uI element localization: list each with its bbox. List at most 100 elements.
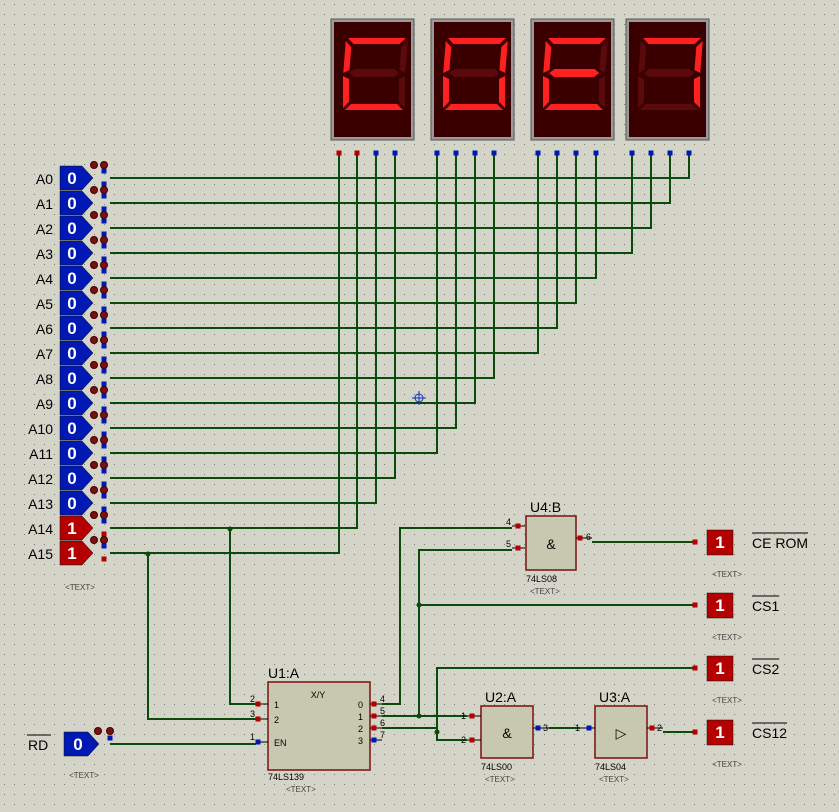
logic-input-a8[interactable]: 0A8 <box>36 365 94 391</box>
segment-b <box>599 41 608 73</box>
logic-input-a5[interactable]: 0A5 <box>36 290 94 316</box>
logic-state-box[interactable] <box>59 240 94 266</box>
pin-marker <box>101 381 107 387</box>
logic-state-box[interactable] <box>59 540 94 566</box>
logic-state-box[interactable] <box>59 515 94 541</box>
pin-marker <box>371 737 377 743</box>
pin-number: 5 <box>506 539 511 549</box>
probe-icon <box>100 511 108 519</box>
logic-state-box[interactable] <box>59 440 94 466</box>
parts: 0A00A10A20A30A40A50A60A70A80A90A100A110A… <box>27 18 808 794</box>
segment-c <box>599 76 605 108</box>
pin-marker <box>101 243 107 249</box>
pin-marker <box>667 150 673 156</box>
pin-marker <box>469 713 475 719</box>
logic-input-a9[interactable]: 0A9 <box>36 390 94 416</box>
logic-input-rd[interactable]: 0RD <box>27 731 100 757</box>
probe-icon <box>100 386 108 394</box>
and-gate-u4-ref: U4:B <box>530 499 561 515</box>
text-placeholder: <TEXT> <box>712 760 742 769</box>
logic-input-a3[interactable]: 0A3 <box>36 240 94 266</box>
rd-label: RD <box>28 737 48 753</box>
logic-state-value: 0 <box>67 419 76 438</box>
pin-marker <box>371 713 377 719</box>
pin-number: 5 <box>380 706 385 716</box>
pin-number: 4 <box>380 694 385 704</box>
input-label: A2 <box>36 221 53 237</box>
logic-state-box[interactable] <box>59 340 94 366</box>
logic-state-box[interactable] <box>59 265 94 291</box>
wire-a15-decoder <box>147 554 256 720</box>
logic-state-box[interactable] <box>59 190 94 216</box>
wire-a14-decoder <box>229 529 256 705</box>
and-gate-u4-part: 74LS08 <box>526 574 557 584</box>
logic-state-box <box>706 529 734 556</box>
pin-number: 1 <box>575 723 580 733</box>
text-placeholder: <TEXT> <box>712 570 742 579</box>
text-placeholder: <TEXT> <box>65 583 95 592</box>
logic-state-box[interactable] <box>59 465 94 491</box>
pin-marker <box>101 281 107 287</box>
pin-marker <box>101 318 107 324</box>
logic-state-box[interactable] <box>59 315 94 341</box>
logic-state-box[interactable] <box>63 731 100 757</box>
probe-icon <box>100 186 108 194</box>
pin-marker <box>101 506 107 512</box>
probe-icon <box>100 286 108 294</box>
probe-icon <box>106 727 114 735</box>
probe-icon <box>90 261 98 269</box>
logic-state-box[interactable] <box>59 215 94 241</box>
pin-marker <box>371 701 377 707</box>
input-label: A5 <box>36 296 53 312</box>
logic-state-box[interactable] <box>59 290 94 316</box>
output-label: CE ROM <box>752 535 808 551</box>
segment-e <box>343 76 349 108</box>
probe-icon <box>90 436 98 444</box>
logic-state-value: 0 <box>67 219 76 238</box>
pin-marker <box>515 545 521 551</box>
logic-input-a1[interactable]: 0A1 <box>36 190 94 216</box>
pin-number: 4 <box>506 517 511 527</box>
pin-marker <box>535 725 541 731</box>
logic-state-box <box>706 719 734 746</box>
logic-state-box[interactable] <box>59 365 94 391</box>
pin-marker <box>101 456 107 462</box>
wire-y0-u4 <box>382 527 512 705</box>
logic-state-value: 0 <box>67 469 76 488</box>
logic-state-box[interactable] <box>59 390 94 416</box>
logic-input-a6[interactable]: 0A6 <box>36 315 94 341</box>
segment-b <box>694 41 703 73</box>
logic-input-a4[interactable]: 0A4 <box>36 265 94 291</box>
wire-a6 <box>110 153 558 329</box>
pin-marker <box>107 735 113 741</box>
wire-a11 <box>110 153 438 454</box>
logic-state-box[interactable] <box>59 415 94 441</box>
probe-icon <box>90 486 98 494</box>
logic-input-a2[interactable]: 0 A2 <box>36 215 94 241</box>
logic-state-box[interactable] <box>59 490 94 516</box>
segment-a <box>548 38 606 44</box>
output-label: CS1 <box>752 598 779 614</box>
logic-state-box[interactable] <box>59 165 94 191</box>
pin-marker <box>101 168 107 174</box>
nand-gate-u2-body <box>480 705 534 759</box>
logic-state-value: 0 <box>67 169 76 188</box>
pin-marker <box>649 725 655 731</box>
pin-marker <box>586 725 592 731</box>
logic-input-a7[interactable]: 0A7 <box>36 340 94 366</box>
decoder-part: 74LS139 <box>268 772 304 782</box>
logic-state-value: 0 <box>67 369 76 388</box>
segment-c <box>499 76 505 108</box>
pin-marker <box>354 150 360 156</box>
decoder-function: X/Y <box>311 690 326 700</box>
input-label: A1 <box>36 196 53 212</box>
logic-input-a0[interactable]: 0A0 <box>36 165 94 191</box>
